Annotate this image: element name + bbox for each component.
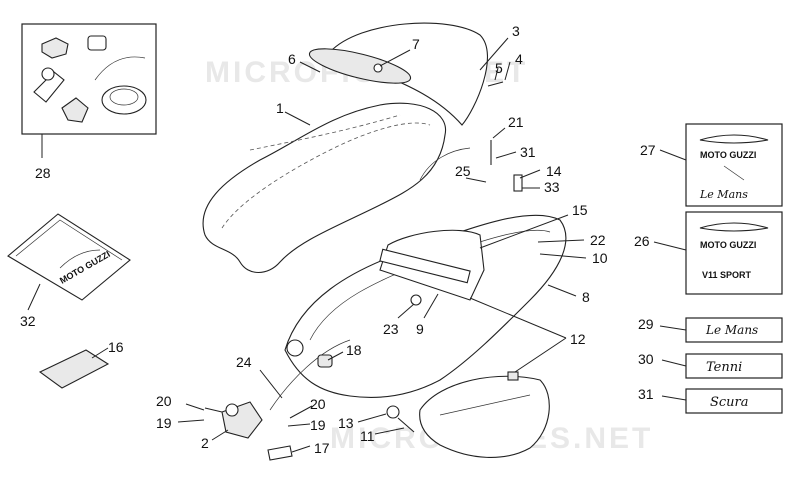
screw-20 (204, 407, 223, 413)
bracket-plate (379, 248, 471, 284)
callout-27: 27 (640, 142, 656, 158)
base-mount-hole (286, 339, 304, 357)
callout-5: 5 (495, 60, 503, 76)
callout-16: 16 (108, 339, 124, 355)
latch-pin (267, 445, 293, 461)
callout-8: 8 (582, 289, 590, 305)
callout-20-right: 20 (310, 396, 326, 412)
rear-subframe (419, 375, 550, 458)
callout-14: 14 (546, 163, 562, 179)
callout-3: 3 (512, 23, 520, 39)
callout-1: 1 (276, 100, 284, 116)
bush-13 (386, 405, 400, 419)
callout-4: 4 (515, 51, 523, 67)
decal-26-box (685, 211, 783, 295)
lock-kit-group (21, 23, 157, 135)
decal-26-v11: V11 SPORT (702, 270, 752, 280)
callout-31-upper: 31 (520, 144, 536, 160)
callout-19-right: 19 (310, 417, 326, 433)
fuel-cap-icon (101, 85, 147, 115)
seat-release-cable (269, 339, 351, 411)
callout-9: 9 (416, 321, 424, 337)
callout-33: 33 (544, 179, 560, 195)
eagle-logo-icon (699, 134, 769, 144)
callout-12: 12 (570, 331, 586, 347)
decal-27-brand: MOTO GUZZI (700, 150, 756, 160)
release-cable-icon (94, 56, 146, 81)
callout-2: 2 (201, 435, 209, 451)
lock-bracket-icon (41, 37, 69, 59)
callout-19-left: 19 (156, 415, 172, 431)
bolt-4 (487, 81, 504, 87)
callout-18: 18 (346, 342, 362, 358)
callout-10: 10 (592, 250, 608, 266)
decal-27-lemans: Le Mans (699, 188, 748, 201)
decal-29-lemans: Le Mans (705, 323, 758, 337)
callout-23: 23 (383, 321, 399, 337)
callout-21: 21 (508, 114, 524, 130)
callout-17: 17 (314, 440, 330, 456)
callout-29: 29 (638, 316, 654, 332)
callout-28: 28 (35, 165, 51, 181)
undertray-assembly (204, 81, 567, 461)
frame-clip (507, 371, 519, 381)
decal-30-tenni: Tenni (706, 360, 742, 375)
callout-30: 30 (638, 351, 654, 367)
callout-31-decal: 31 (638, 386, 654, 402)
cable-upper (419, 147, 471, 181)
decal-31-box (685, 388, 783, 414)
eagle-logo-icon-2 (699, 222, 769, 232)
seat-bag-icon (7, 213, 131, 301)
callout-32: 32 (20, 313, 36, 329)
callout-6: 6 (288, 51, 296, 67)
decal-31-scura: Scura (710, 395, 749, 410)
rider-seat (202, 102, 447, 274)
cowl-pad (308, 48, 412, 84)
lock-cap-icon (87, 35, 107, 51)
callout-7: 7 (412, 36, 420, 52)
rubber-buffer (317, 354, 333, 368)
callout-25: 25 (455, 163, 471, 179)
callout-26: 26 (634, 233, 650, 249)
lock-body-icon (61, 97, 89, 123)
key-head-icon (41, 67, 55, 81)
callout-24: 24 (236, 354, 252, 370)
decal-26-brand: MOTO GUZZI (700, 240, 756, 250)
nut-23 (410, 294, 422, 306)
callout-22: 22 (590, 232, 606, 248)
pad-icon (38, 349, 110, 389)
callout-20-left: 20 (156, 393, 172, 409)
callout-13: 13 (338, 415, 354, 431)
callout-15: 15 (572, 202, 588, 218)
seat-assembly (202, 22, 489, 274)
seat-bag-group: MOTO GUZZI (7, 213, 131, 301)
decal-29-box (685, 317, 783, 343)
decal-30-box (685, 353, 783, 379)
callout-11: 11 (360, 428, 375, 444)
bolt-11 (397, 417, 415, 433)
spacer-14 (513, 174, 523, 192)
